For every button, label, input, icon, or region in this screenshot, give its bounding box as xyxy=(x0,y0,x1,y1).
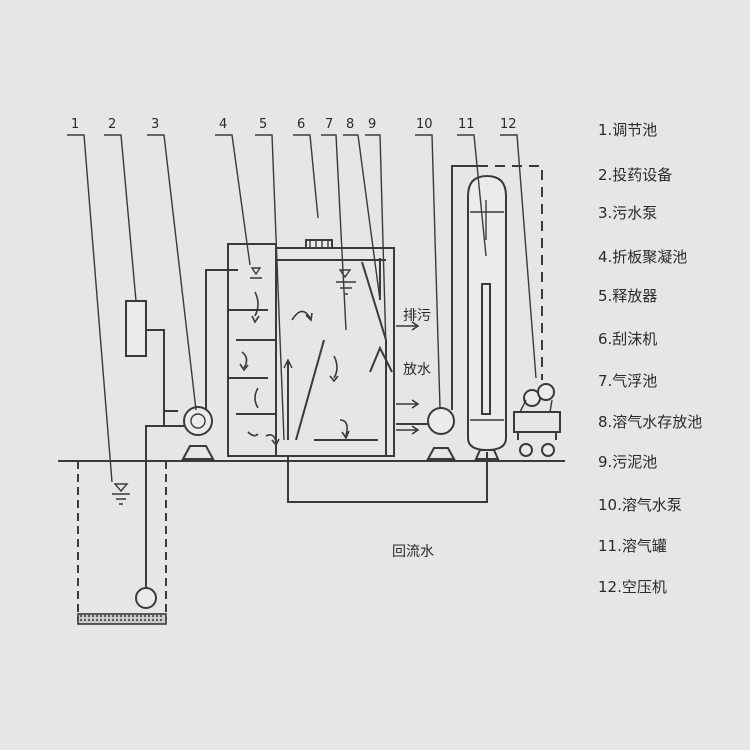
sewage-pump xyxy=(181,406,215,460)
dissolved-air-pump xyxy=(396,165,480,460)
callout-number: 12 xyxy=(500,117,517,132)
submersible-pump-icon xyxy=(135,587,157,609)
callout-number: 10 xyxy=(416,117,433,132)
callout-number: 1 xyxy=(71,117,79,132)
legend-item: 11.溶气罐 xyxy=(598,537,667,555)
skimmer xyxy=(305,239,333,249)
discharge-label-top: 排污 xyxy=(403,308,431,324)
callout-number: 5 xyxy=(259,117,267,132)
dosing-equipment xyxy=(125,300,165,426)
legend-item: 1.调节池 xyxy=(598,121,657,139)
callout-number: 2 xyxy=(108,117,116,132)
sludge-hopper xyxy=(369,345,393,373)
callout-number: 4 xyxy=(219,117,227,132)
callout-number: 11 xyxy=(458,117,475,132)
legend-item: 7.气浮池 xyxy=(598,372,657,390)
legend-item: 8.溶气水存放池 xyxy=(598,413,702,431)
regulating-tank xyxy=(77,461,167,625)
coagulation-tank xyxy=(227,243,280,457)
legend-item: 10.溶气水泵 xyxy=(598,496,682,514)
callout-numbers: 1 2 3 4 5 6 7 8 9 10 11 12 xyxy=(71,117,517,132)
callout-number: 6 xyxy=(297,117,305,132)
callout-leaders xyxy=(67,134,537,483)
callout-number: 9 xyxy=(368,117,376,132)
legend-item: 2.投药设备 xyxy=(598,166,672,184)
discharge-label-bottom: 放水 xyxy=(403,362,431,378)
callout-number: 3 xyxy=(151,117,159,132)
legend-item: 4.折板聚凝池 xyxy=(598,248,687,266)
callout-number: 7 xyxy=(325,117,333,132)
legend: 1.调节池 2.投药设备 3.污水泵 4.折板聚凝池 5.释放器 6.刮沫机 7… xyxy=(598,121,702,596)
return-water-pipe xyxy=(287,452,488,503)
legend-item: 9.污泥池 xyxy=(598,453,657,471)
pump-discharge-pipe xyxy=(205,269,238,410)
legend-item: 6.刮沫机 xyxy=(598,330,657,348)
legend-item: 3.污水泵 xyxy=(598,204,657,222)
compressed-air-line xyxy=(478,165,543,380)
discharge-arrows xyxy=(396,321,420,435)
callout-number: 8 xyxy=(346,117,354,132)
water-level-icon xyxy=(112,483,130,505)
legend-item: 5.释放器 xyxy=(598,287,657,305)
dissolved-air-tank xyxy=(467,174,507,460)
legend-item: 12.空压机 xyxy=(598,578,667,596)
flotation-tank xyxy=(276,247,395,457)
suction-pipe xyxy=(145,425,186,588)
air-compressor xyxy=(513,383,561,457)
return-water-label: 回流水 xyxy=(392,544,434,560)
